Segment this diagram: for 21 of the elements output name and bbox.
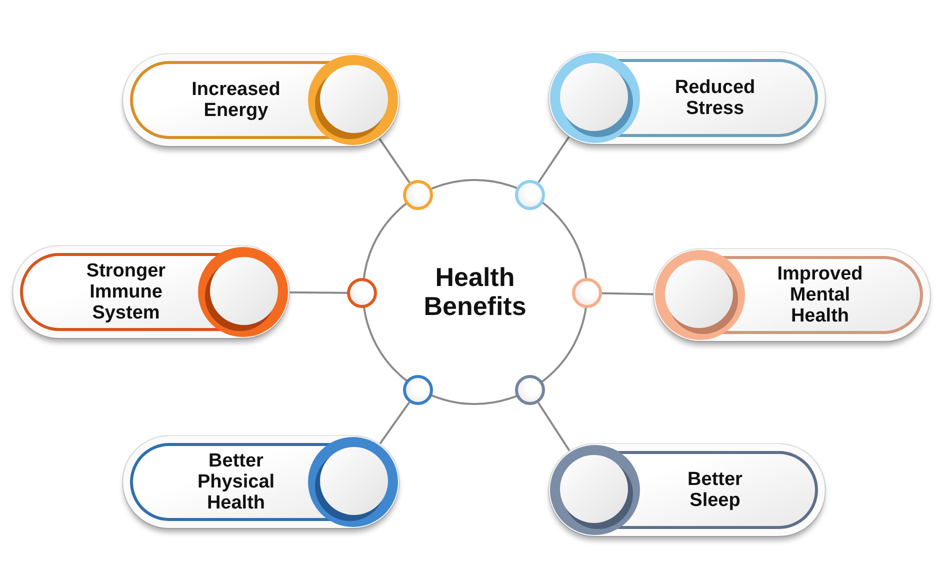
hub-label: Health Benefits	[423, 263, 527, 321]
junction-dot	[572, 278, 602, 308]
benefit-pill	[549, 444, 825, 536]
benefit-pill	[13, 246, 289, 338]
connector-line	[378, 402, 410, 445]
connector-line	[537, 402, 571, 452]
benefit-label: Better Sleep	[687, 469, 743, 511]
benefit-label: Increased Energy	[191, 79, 281, 121]
benefit-label: Reduced Stress	[674, 77, 756, 119]
connector-line	[288, 291, 348, 294]
benefit-pill	[123, 54, 399, 146]
benefit-label: Improved Mental Health	[776, 264, 864, 326]
benefit-label: Stronger Immune System	[86, 260, 166, 324]
benefit-pill	[123, 436, 399, 528]
connector-line	[602, 292, 654, 296]
connector-line	[378, 137, 410, 184]
benefit-label: Better Physical Health	[196, 450, 276, 514]
connector-line	[538, 136, 570, 184]
benefit-pill	[549, 52, 825, 144]
benefit-pill	[654, 249, 930, 341]
junction-dot	[347, 278, 377, 308]
